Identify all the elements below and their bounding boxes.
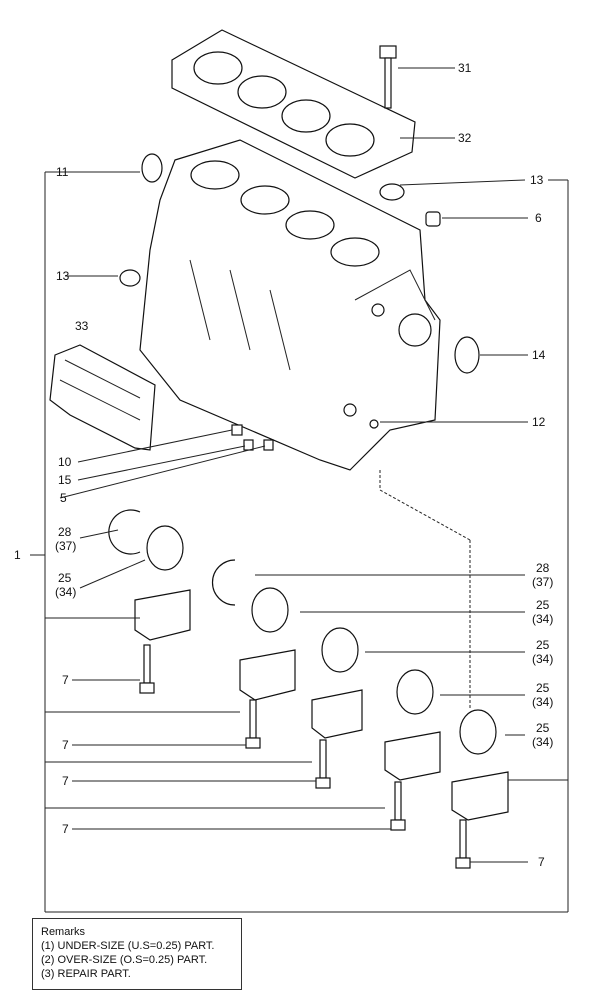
callout-34-d: (34) <box>532 735 553 749</box>
plug-13-upper <box>379 183 405 201</box>
callout-7-d: 7 <box>62 822 69 836</box>
callout-7-c: 7 <box>62 774 69 788</box>
callout-28-left: 28 <box>58 525 72 539</box>
callout-28-right: 28 <box>536 561 550 575</box>
callout-32: 32 <box>458 131 472 145</box>
leader-lines <box>45 67 568 863</box>
frame-lines <box>30 171 569 913</box>
callout-7-b: 7 <box>62 738 69 752</box>
plug-5 <box>263 439 274 451</box>
callout-14: 14 <box>532 348 546 362</box>
callout-6: 6 <box>535 211 542 225</box>
callout-37-left: (37) <box>55 539 76 553</box>
thrust-washer-right <box>211 559 236 606</box>
remarks-line: (2) OVER-SIZE (O.S=0.25) PART. <box>41 954 208 966</box>
callout-25-a: 25 <box>536 598 550 612</box>
callout-12: 12 <box>532 415 546 429</box>
callout-33: 33 <box>75 319 89 333</box>
thrust-washer-left <box>108 509 141 555</box>
callout-15: 15 <box>58 473 72 487</box>
plug-6 <box>425 211 441 227</box>
cylinder-block <box>139 139 441 471</box>
seal-14 <box>454 336 480 374</box>
bearing-cap <box>134 589 509 821</box>
callout-25-c: 25 <box>536 681 550 695</box>
head-gasket <box>171 29 416 179</box>
callout-31: 31 <box>458 61 472 75</box>
callout-10: 10 <box>58 455 72 469</box>
callout-13-right: 13 <box>530 173 544 187</box>
bearing-shell <box>146 525 497 755</box>
callout-34-a: (34) <box>532 612 553 626</box>
baffle-plate <box>49 344 156 451</box>
callout-25-d: 25 <box>536 721 550 735</box>
callout-25-b: 25 <box>536 638 550 652</box>
callout-37-right: (37) <box>532 575 553 589</box>
cap-bolt <box>139 644 471 869</box>
callout-1: 1 <box>14 548 21 562</box>
remarks-title: Remarks <box>41 926 86 938</box>
plug-13-left <box>119 269 141 287</box>
callout-7-a: 7 <box>62 673 69 687</box>
callout-25-left: 25 <box>58 571 72 585</box>
callout-34-left: (34) <box>55 585 76 599</box>
callout-5: 5 <box>60 491 67 505</box>
plug-11 <box>141 153 163 183</box>
callout-34-c: (34) <box>532 695 553 709</box>
head-bolt <box>379 45 397 109</box>
pin-12 <box>369 419 379 429</box>
callout-11: 11 <box>56 165 69 179</box>
callout-7-e: 7 <box>538 855 545 869</box>
remarks-box: Remarks (1) UNDER-SIZE (U.S=0.25) PART. … <box>32 918 242 990</box>
plug-10 <box>231 424 243 436</box>
remarks-line: (3) REPAIR PART. <box>41 968 131 980</box>
remarks-line: (1) UNDER-SIZE (U.S=0.25) PART. <box>41 940 215 952</box>
callout-34-b: (34) <box>532 652 553 666</box>
callout-13-left: 13 <box>56 269 70 283</box>
plug-15 <box>243 439 254 451</box>
